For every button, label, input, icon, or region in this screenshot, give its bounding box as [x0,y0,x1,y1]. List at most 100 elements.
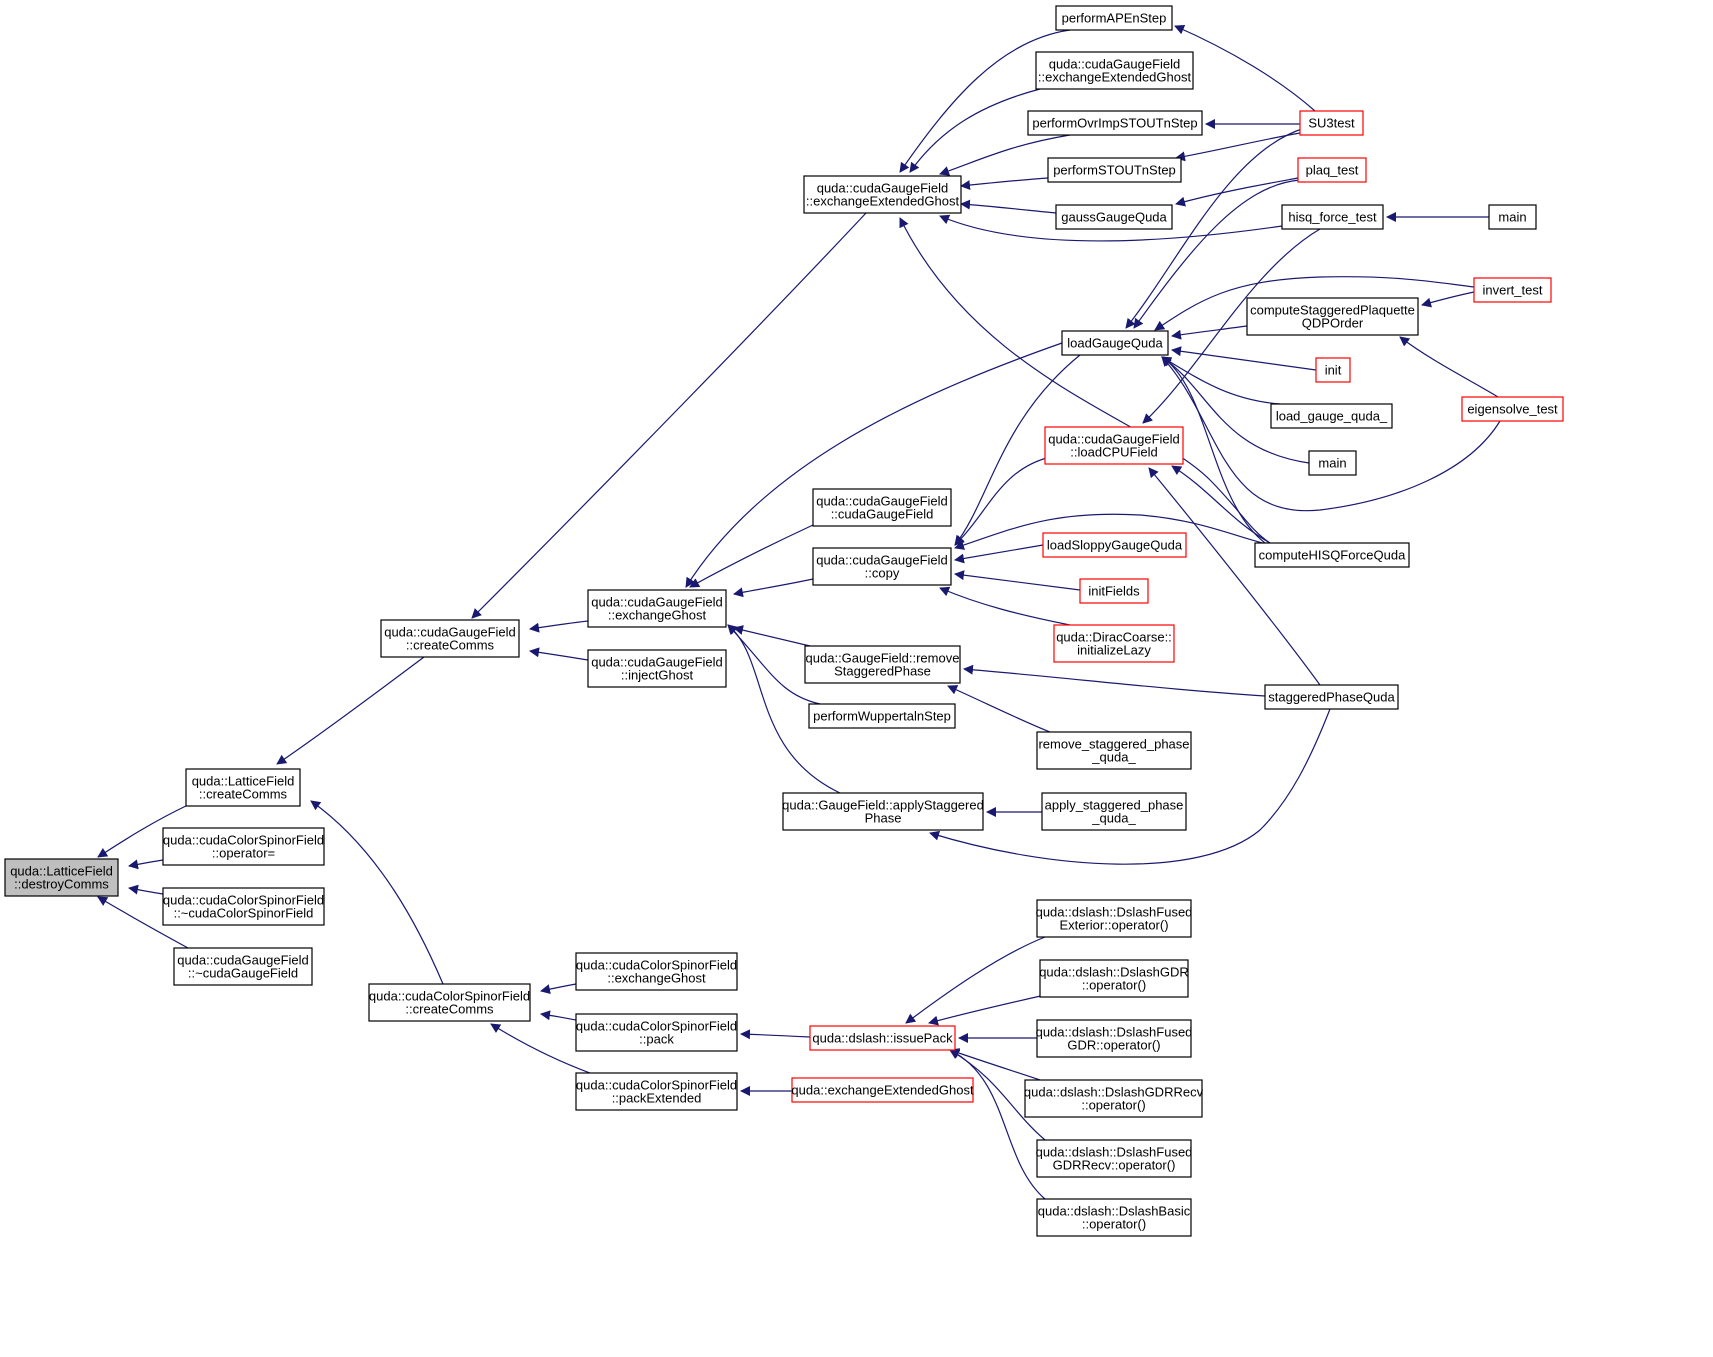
node-init[interactable]: init [1315,357,1351,383]
node-issuePack[interactable]: quda::dslash::issuePack [809,1025,956,1051]
node-box[interactable] [368,983,531,1022]
node-box[interactable] [791,1077,974,1103]
node-box[interactable] [1036,1198,1192,1237]
node-cgf_createComms[interactable]: quda::cudaGaugeField::createComms [380,619,520,658]
node-ccsf_operator_eq[interactable]: quda::cudaColorSpinorField::operator= [162,827,325,866]
node-box[interactable] [1488,204,1537,230]
node-cgf_injectGhost[interactable]: quda::cudaGaugeField::injectGhost [587,649,727,688]
node-destroyComms[interactable]: quda::LatticeField::destroyComms [4,858,119,897]
node-box[interactable] [1270,403,1393,429]
node-hisq_force_test[interactable]: hisq_force_test [1281,204,1384,230]
node-box[interactable] [1036,731,1192,770]
node-invert_test[interactable]: invert_test [1473,277,1552,303]
node-dbasic_op[interactable]: quda::dslash::DslashBasic::operator() [1036,1198,1192,1237]
node-box[interactable] [1055,204,1173,230]
node-staggeredPhaseQuda[interactable]: staggeredPhaseQuda [1264,684,1399,710]
node-box[interactable] [1047,157,1182,183]
node-box[interactable] [1036,1019,1192,1058]
node-box[interactable] [782,792,984,831]
node-SU3test[interactable]: SU3test [1299,110,1364,136]
node-box[interactable] [1036,1139,1192,1178]
node-box[interactable] [1461,396,1564,422]
node-box[interactable] [380,619,520,658]
node-box[interactable] [1473,277,1552,303]
node-box[interactable] [808,703,956,729]
node-ccsf_createComms[interactable]: quda::cudaColorSpinorField::createComms [368,983,531,1022]
node-box[interactable] [4,858,119,897]
node-cgf_exchangeGhost[interactable]: quda::cudaGaugeField::exchangeGhost [587,589,727,628]
node-box[interactable] [1039,959,1189,998]
node-cgf_exchangeExtendedGhost[interactable]: quda::cudaGaugeField::exchangeExtendedGh… [803,175,962,214]
node-main_b[interactable]: main [1488,204,1537,230]
node-loadSloppyGaugeQuda[interactable]: loadSloppyGaugeQuda [1042,532,1187,558]
node-ccsf_packExtended[interactable]: quda::cudaColorSpinorField::packExtended [575,1072,738,1111]
node-q_exchangeExtendedGhost[interactable]: quda::exchangeExtendedGhost [791,1077,974,1103]
node-box[interactable] [1061,330,1169,356]
node-box[interactable] [575,952,738,991]
node-box[interactable] [1315,357,1351,383]
node-box[interactable] [1281,204,1384,230]
node-box[interactable] [1024,1079,1203,1118]
node-cgf_loadCPUField[interactable]: quda::cudaGaugeField::loadCPUField [1044,426,1184,465]
node-eigensolve_test[interactable]: eigensolve_test [1461,396,1564,422]
node-computeHISQForceQuda[interactable]: computeHISQForceQuda [1254,542,1410,568]
node-ccsf_dtor[interactable]: quda::cudaColorSpinorField::~cudaColorSp… [162,887,325,926]
node-performAPEnStep[interactable]: performAPEnStep [1055,5,1173,31]
node-box[interactable] [1246,297,1419,336]
node-box[interactable] [185,768,301,807]
node-box[interactable] [1027,110,1203,136]
node-loadGaugeQuda[interactable]: loadGaugeQuda [1061,330,1169,356]
node-load_gauge_quda_[interactable]: load_gauge_quda_ [1270,403,1393,429]
node-cgf_dtor[interactable]: quda::cudaGaugeField::~cudaGaugeField [173,947,313,986]
node-plaq_test[interactable]: plaq_test [1297,157,1367,183]
node-performOvrImpSTOUTnStep[interactable]: performOvrImpSTOUTnStep [1027,110,1203,136]
node-box[interactable] [812,488,952,527]
node-dc_initializeLazy[interactable]: quda::DiracCoarse::initializeLazy [1053,624,1175,663]
node-box[interactable] [1079,578,1149,604]
node-apply_staggered_phase_quda_[interactable]: apply_staggered_phase_quda_ [1041,792,1187,831]
node-box[interactable] [1297,157,1367,183]
node-cgf_exchangeExtendedGhost2[interactable]: quda::cudaGaugeField::exchangeExtendedGh… [1035,51,1194,90]
node-ccsf_pack[interactable]: quda::cudaColorSpinorField::pack [575,1013,738,1052]
node-box[interactable] [1035,51,1194,90]
node-box[interactable] [812,547,952,586]
node-main_a[interactable]: main [1308,450,1357,476]
node-performWuppertalnStep[interactable]: performWuppertalnStep [808,703,956,729]
node-dgdrrecv_op[interactable]: quda::dslash::DslashGDRRecv::operator() [1024,1079,1204,1118]
node-dgdr_op[interactable]: quda::dslash::DslashGDR::operator() [1039,959,1189,998]
node-box[interactable] [809,1025,956,1051]
node-box[interactable] [587,649,727,688]
node-box[interactable] [575,1013,738,1052]
node-box[interactable] [1264,684,1399,710]
node-cgf_copy[interactable]: quda::cudaGaugeField::copy [812,547,952,586]
node-dfgdrrecv_op[interactable]: quda::dslash::DslashFusedGDRRecv::operat… [1036,1139,1193,1178]
node-box[interactable] [1299,110,1364,136]
node-box[interactable] [575,1072,738,1111]
node-box[interactable] [587,589,727,628]
node-box[interactable] [804,645,961,684]
node-initFields[interactable]: initFields [1079,578,1149,604]
node-box[interactable] [173,947,313,986]
node-cgf_ctor[interactable]: quda::cudaGaugeField::cudaGaugeField [812,488,952,527]
node-gaussGaugeQuda[interactable]: gaussGaugeQuda [1055,204,1173,230]
node-box[interactable] [1036,899,1192,938]
node-performSTOUTnStep[interactable]: performSTOUTnStep [1047,157,1182,183]
node-box[interactable] [1042,532,1187,558]
node-box[interactable] [1044,426,1184,465]
node-box[interactable] [162,827,325,866]
node-box[interactable] [162,887,325,926]
node-lf_createComms[interactable]: quda::LatticeField::createComms [185,768,301,807]
node-box[interactable] [1254,542,1410,568]
node-dfe_op[interactable]: quda::dslash::DslashFusedExterior::opera… [1036,899,1193,938]
node-box[interactable] [1053,624,1175,663]
node-box[interactable] [1041,792,1187,831]
node-ccsf_exchangeGhost[interactable]: quda::cudaColorSpinorField::exchangeGhos… [575,952,738,991]
node-box[interactable] [1055,5,1173,31]
node-remove_staggered_phase_quda_[interactable]: remove_staggered_phase_quda_ [1036,731,1192,770]
node-box[interactable] [1308,450,1357,476]
node-box[interactable] [803,175,962,214]
